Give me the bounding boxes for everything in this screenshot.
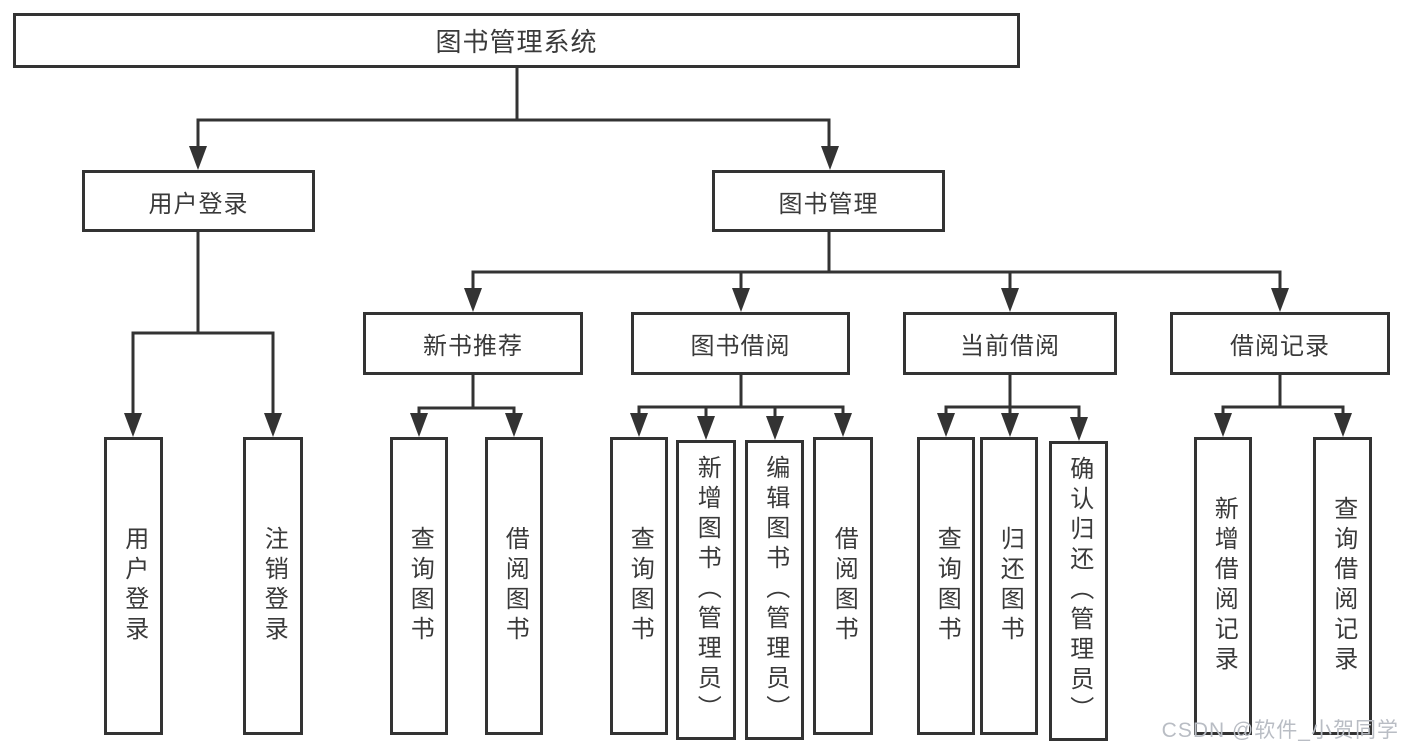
leaf-add-books-admin: 新增图书（管理员） [676, 440, 736, 740]
leaf-logout-login: 注销登录 [243, 437, 303, 735]
node-user-login: 用户登录 [82, 170, 315, 232]
leaf-borrow-books-borrow: 借阅图书 [813, 437, 873, 735]
node-current-borrowing: 当前借阅 [903, 312, 1117, 375]
leaf-query-books-current: 查询图书 [917, 437, 975, 735]
node-new-book-recommendation: 新书推荐 [363, 312, 583, 375]
leaf-query-books-borrow: 查询图书 [610, 437, 668, 735]
watermark: CSDN @软件_小贺同学 [1161, 719, 1399, 742]
leaf-confirm-return-admin: 确认归还（管理员） [1049, 441, 1108, 741]
leaf-query-borrow-record: 查询借阅记录 [1313, 437, 1372, 735]
leaf-user-login: 用户登录 [104, 437, 163, 735]
node-borrowing-records: 借阅记录 [1170, 312, 1390, 375]
node-library-management-system: 图书管理系统 [13, 13, 1020, 68]
leaf-edit-books-admin: 编辑图书（管理员） [745, 440, 804, 740]
leaf-borrow-books-newbook: 借阅图书 [485, 437, 543, 735]
node-book-borrowing: 图书借阅 [631, 312, 850, 375]
leaf-add-borrow-record: 新增借阅记录 [1194, 437, 1252, 735]
leaf-return-books: 归还图书 [980, 437, 1038, 735]
leaf-query-books-newbook: 查询图书 [390, 437, 448, 735]
node-book-management: 图书管理 [712, 170, 945, 232]
